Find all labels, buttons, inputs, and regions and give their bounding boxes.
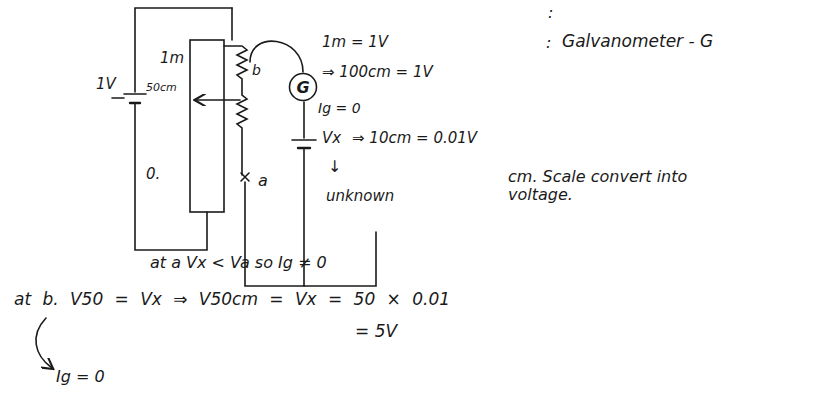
point-label: a — [258, 172, 268, 190]
wire — [231, 8, 233, 40]
current-label: Ig = 0 — [56, 368, 105, 386]
note: ⇒ 100cm = 1V — [322, 64, 433, 81]
resistor-symbol — [224, 46, 247, 175]
cell-plate — [292, 139, 316, 141]
wire — [135, 8, 232, 92]
point-a-mark — [241, 173, 249, 181]
note: unknown — [326, 188, 394, 205]
scale-mark: 0. — [146, 166, 160, 183]
punctuation: : — [548, 4, 553, 22]
note: 1m = 1V — [322, 34, 388, 51]
wire — [303, 102, 305, 138]
arrow-mark: ↓ — [328, 158, 341, 176]
battery-plate — [124, 93, 146, 95]
point-label: b — [252, 62, 261, 78]
legend-note: Galvanometer - G — [562, 32, 713, 52]
equation: = 5V — [355, 322, 397, 342]
wire — [112, 97, 124, 99]
note: ⇒ 10cm = 0.01V — [352, 130, 477, 147]
length-label: 50cm — [146, 82, 177, 95]
equation: at b. V50 = Vx ⇒ V50cm = Vx = 50 × 0.01 — [14, 290, 450, 310]
node-text: G — [288, 78, 318, 97]
leader-arrow — [36, 318, 52, 368]
galvanometer-symbol: G — [288, 72, 318, 102]
current-label: Ig = 0 — [318, 100, 361, 116]
length-label: 1m — [160, 50, 184, 67]
meter-wire — [190, 40, 224, 212]
wire — [135, 103, 207, 250]
punctuation: : — [546, 34, 551, 52]
voltage-label: Vx — [322, 130, 341, 147]
note: cm. Scale convert into voltage. — [508, 168, 723, 205]
equation: at a Vx < Va so Ig ≠ 0 — [150, 254, 327, 272]
voltage-label: 1V — [96, 76, 116, 93]
jockey-arrow — [196, 99, 240, 101]
